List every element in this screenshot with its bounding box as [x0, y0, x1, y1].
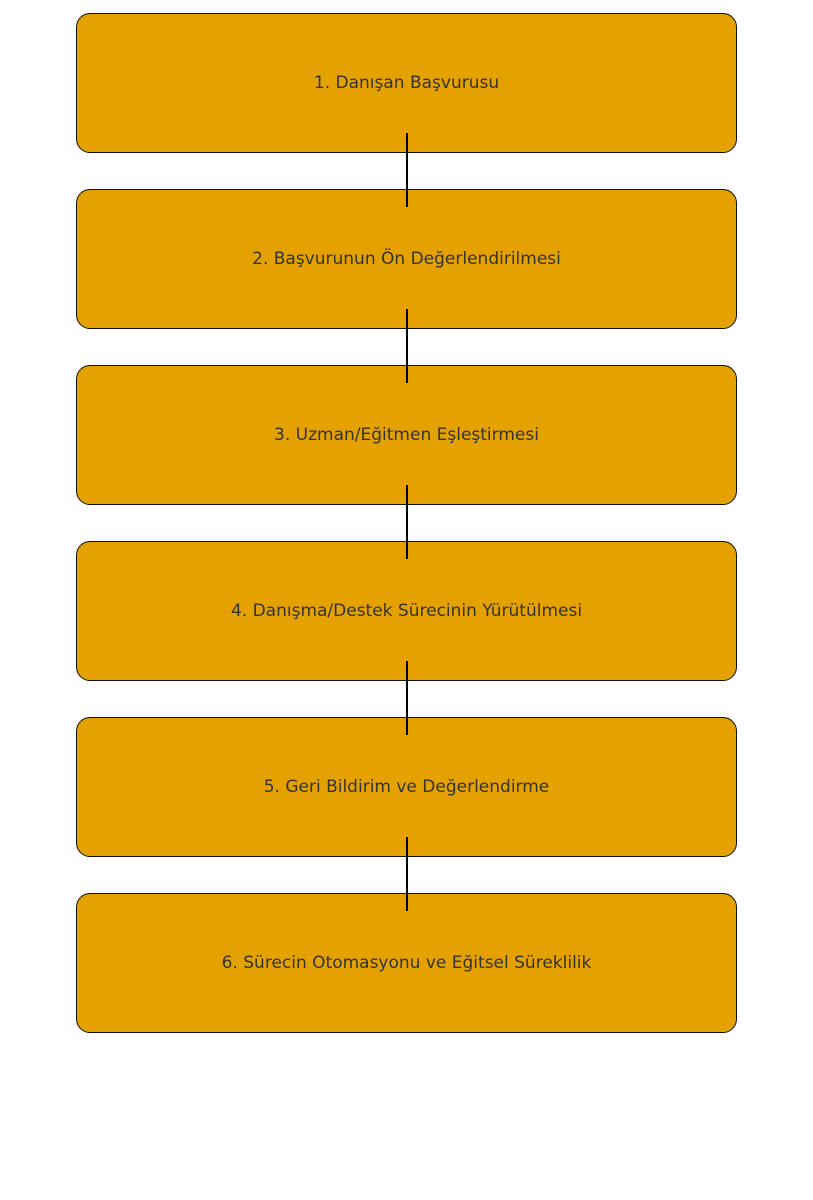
connector-5-6 [405, 837, 408, 911]
connector-1-2 [405, 133, 408, 207]
step-label: 6. Sürecin Otomasyonu ve Eğitsel Sürekli… [221, 953, 592, 973]
connector-4-5 [405, 661, 408, 735]
step-label: 1. Danışan Başvurusu [313, 73, 500, 93]
step-5-box: 5. Geri Bildirim ve Değerlendirme [76, 717, 737, 857]
step-4-box: 4. Danışma/Destek Sürecinin Yürütülmesi [76, 541, 737, 681]
step-label: 2. Başvurunun Ön Değerlendirilmesi [252, 249, 561, 269]
connector-2-3 [405, 309, 408, 383]
step-label: 5. Geri Bildirim ve Değerlendirme [263, 777, 550, 797]
step-6-box: 6. Sürecin Otomasyonu ve Eğitsel Sürekli… [76, 893, 737, 1033]
connector-3-4 [405, 485, 408, 559]
step-2-box: 2. Başvurunun Ön Değerlendirilmesi [76, 189, 737, 329]
step-label: 3. Uzman/Eğitmen Eşleştirmesi [274, 425, 539, 445]
step-label: 4. Danışma/Destek Sürecinin Yürütülmesi [230, 601, 583, 621]
step-3-box: 3. Uzman/Eğitmen Eşleştirmesi [76, 365, 737, 505]
step-1-box: 1. Danışan Başvurusu [76, 13, 737, 153]
